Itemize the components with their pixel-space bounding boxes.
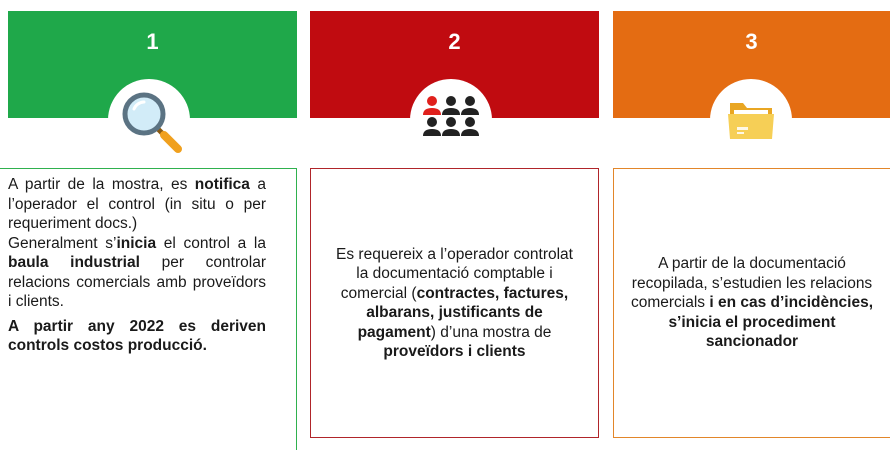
bold-text: A partir any 2022 es deriven controls co… — [8, 317, 266, 355]
bold-text: i en cas d’incidències, s’inicia el proc… — [668, 294, 874, 351]
description-paragraph: Es requereix a l’operador controlat la d… — [331, 245, 578, 362]
step-3-icon-circle — [710, 79, 792, 161]
text: Es requereix a l’operador controlat la d… — [336, 245, 573, 302]
people-group-icon — [423, 96, 479, 136]
text: Generalment s’ — [8, 234, 117, 252]
step-1-description: A partir de la mostra, es notifica a l’o… — [0, 168, 297, 450]
text: a l’operador el control (in situ o per r… — [8, 176, 266, 232]
description-paragraph: A partir de la mostra, es notifica a l’o… — [8, 175, 266, 234]
description-paragraph: A partir de la documentació recopilada, … — [622, 254, 882, 352]
step-1-number: 1 — [146, 29, 159, 54]
step-2-number: 2 — [448, 29, 461, 54]
bold-text: inicia — [116, 234, 157, 252]
bold-text: notifica — [194, 176, 250, 193]
bold-text: contractes, factures, albarans, justific… — [357, 284, 569, 341]
step-1-icon-circle — [108, 79, 190, 161]
text: ) d’una mostra de — [430, 323, 552, 341]
text: el control a la — [156, 234, 266, 252]
bold-text: baula industrial — [8, 254, 140, 271]
folder-icon — [728, 103, 774, 139]
text: A partir de la mostra, es — [8, 176, 195, 193]
bold-text: proveïdors i clients — [383, 343, 526, 360]
step-3-text: A partir de la documentació recopilada, … — [622, 254, 882, 352]
description-paragraph: A partir any 2022 es deriven controls co… — [8, 317, 266, 356]
step-2-text: Es requereix a l’operador controlat la d… — [331, 245, 578, 362]
step-3-number: 3 — [745, 29, 758, 54]
step-2-icon-circle — [410, 79, 492, 161]
step-2-description: Es requereix a l’operador controlat la d… — [310, 168, 599, 438]
description-paragraph: Generalment s’inicia el control a la bau… — [8, 234, 266, 312]
text: per controlar relacions comercials amb p… — [8, 254, 266, 310]
magnifier-icon — [122, 92, 182, 153]
text: A partir de la documentació recopilada, … — [630, 255, 873, 312]
step-3-description: A partir de la documentació recopilada, … — [613, 168, 890, 438]
